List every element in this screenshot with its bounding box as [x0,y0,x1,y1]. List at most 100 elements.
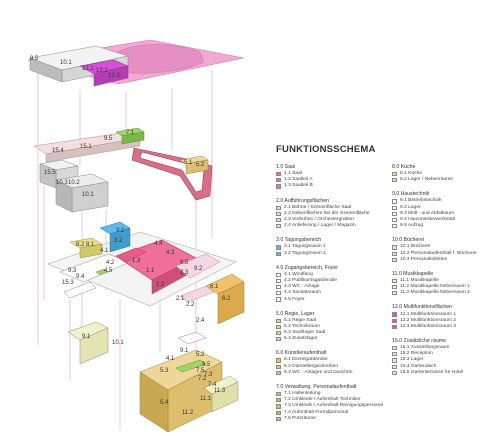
room-label: 6.1 [210,284,219,290]
legend-item-label: 6.1 Einzelgarderobe [284,357,328,363]
basement-storage-side [139,371,169,433]
legend-swatch [392,278,397,284]
room-label: 12.3 [108,73,120,79]
legend-item: 10.2 Personalaufenthalt f. Bücherei [392,251,500,257]
legend-swatch [276,391,281,397]
legend-item: 9.2 Lager [392,205,500,211]
basement-tech-left-front [79,327,109,365]
basement-level [67,321,239,433]
legend-item: 5.4 Zusatzlager [276,336,394,342]
ground-level [47,221,245,325]
legend-group-title: 12.0 Multifunktionsflächen [392,304,452,311]
basement-green [175,359,207,373]
legend-group-title: 4.0 Zugangsbereich, Foyer [276,264,338,271]
legend-item: 10.3 Personaltoiletten [392,257,500,263]
room-label: 6.2 [222,296,231,302]
legend-swatch [392,257,397,262]
legend-swatch [276,416,281,421]
legend-swatch [276,205,281,210]
legend-item-label: 2.4 Anlieferung / Lager / Magazin [284,223,356,229]
library-tower [39,159,109,213]
legend-item: 5.3 Stuhllager Saal [276,330,394,336]
legend-title: FUNKTIONSSCHEMA [276,144,376,155]
legend-item: 7.3 Umkleide / Aufenthalt Reinigungspers… [276,403,394,409]
legend-swatch [276,364,281,369]
legend-swatch [276,398,281,403]
room-label: 7.3 [204,372,213,378]
room-label: 7.2 [198,376,207,382]
legend-item: 9.1 Betriebstechnik [392,198,500,204]
legend-item-label: 9.1 Betriebstechnik [400,198,442,204]
basement-music-front [211,381,239,413]
legend-item-label: 4.3 WC - Anlage [284,284,320,290]
legend-swatch [276,278,281,284]
legend-item-label: 7.5 Putzräume [284,415,316,421]
legend-item-label: 7.4 Aufenthalt Fremdpersonal [284,409,349,415]
legend-item-label: 11.1 Musikkapelle [400,277,439,283]
legend-item: 4.1 Windfang [276,272,394,278]
control-room-block-front [185,159,209,175]
legend-item: 11.3 Musikkapelle Nebenraum 2 [392,290,500,296]
legend-item-label: 10.2 Personalaufenthalt f. Bücherei [400,250,477,256]
legend-swatch [276,251,281,256]
room-label: 5.4 [160,400,169,406]
room-label: 3.1 [116,228,125,234]
legend-item: 3.2 Tagungsraum 2 [276,251,394,257]
room-label: 3.2 [114,238,123,244]
legend-item: 15.5 Gartenterrasse für Hotel [392,370,500,376]
legend-swatch [392,285,397,290]
legend-item-label: 4.1 Windfang [284,271,313,277]
legend-group-title: 2.0 Aufführungsflächen [276,197,329,204]
legend-swatch [276,211,281,216]
legend-group-title: 6.0 Künstleraufenthalt [276,350,327,357]
legend-item-label: 5.3 Stuhllager Saal [284,330,326,336]
legend-swatch [276,291,281,296]
room-label: 4.1 [166,356,175,362]
legend-swatch [276,172,281,177]
legend-item-label: 4.4 Sanitätsraum [284,290,321,296]
legend-item-label: 2.1 Bühne / Szenenfläche Saal [284,204,352,210]
room-label: 2.1 [176,296,185,302]
upper-level [33,127,213,201]
room-label: 10.1 [112,340,124,346]
legend-item: 11.1 Musikkapelle [392,278,500,284]
legend-item: 5.2 Technikraum [276,324,394,330]
legend-swatch [392,370,397,375]
legend-group-title: 5.0 Regie, Lager [276,310,315,317]
isometric-building-diagram: 9.5 10.1 12.1 12.2 12.3 7.1 9.5 15.4 15.… [27,39,245,433]
room-label: 10.2 [68,180,80,186]
room-label: 1.2 [156,282,165,288]
legend-swatch [276,410,281,415]
legend-swatch [392,346,397,351]
room-label: 5.2 [196,352,205,358]
room-label: 7.5 [196,368,205,374]
room-label: 9.2 [194,266,203,272]
roof-level [27,39,245,87]
legend-item: 1.3 Saalteil B [276,183,394,189]
legend-swatch [276,318,281,323]
legend-item-label: 7.2 Umkleide / Aufenthalt Techniker [284,397,361,403]
legend-item-label: 3.1 Tagungsraum 1 [284,244,326,250]
legend-swatch [276,370,281,375]
legend-group-title: 10.0 Büchereí [392,237,425,244]
legend-item-label: 6.3 WC - Anlagen und Duschen [284,369,353,375]
exhibition-slab-front [45,137,141,163]
legend-item: 6.2 Darstellergarderoben [276,364,394,370]
legend-item-label: 15.5 Gartenterrasse für Hotel [400,369,464,375]
legend-item: 9.5 Aufzug [392,223,500,229]
legend-item: 9.3 Müll - und Abfallraum [392,211,500,217]
legend-item: 10.1 Bücherei [392,244,500,250]
legend-swatch [392,318,397,323]
legend-item: 4.4 Sanitätsraum [276,290,394,296]
service-strip [63,281,97,299]
legend-swatch [392,245,397,250]
legend-item-label: 7.1 Hallenleitung [284,391,321,397]
legend-item: 7.4 Aufenthalt Fremdpersonal [276,410,394,416]
legend-group-title: 11.0 Musikkapelle [392,270,434,277]
